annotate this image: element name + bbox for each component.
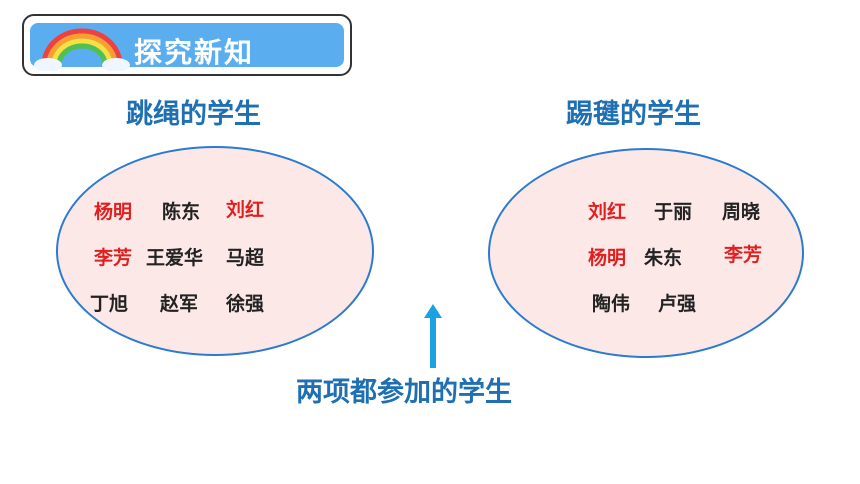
up-arrow-icon xyxy=(424,304,442,368)
both-label: 两项都参加的学生 xyxy=(296,377,512,408)
rainbow-cloud-icon xyxy=(34,28,130,71)
left-name-5: 王爱华 xyxy=(146,247,204,269)
left-name-7: 丁旭 xyxy=(90,293,129,315)
left-heading: 跳绳的学生 xyxy=(126,99,261,130)
right-name-7: 陶伟 xyxy=(592,293,631,315)
right-name-5: 朱东 xyxy=(644,247,683,269)
left-name-4: 李芳 xyxy=(94,247,133,269)
right-name-3: 周晓 xyxy=(722,201,761,223)
left-name-3: 刘红 xyxy=(226,199,265,221)
left-name-8: 赵军 xyxy=(160,293,199,315)
right-name-2: 于丽 xyxy=(654,201,693,223)
banner-background: 探究新知 xyxy=(30,23,344,71)
right-name-8: 卢强 xyxy=(658,293,697,315)
right-name-4: 杨明 xyxy=(588,247,627,269)
right-name-6: 李芳 xyxy=(724,244,763,266)
left-name-1: 杨明 xyxy=(94,201,133,223)
right-ellipse xyxy=(488,148,804,358)
left-name-9: 徐强 xyxy=(226,293,265,315)
banner-title: 探究新知 xyxy=(134,36,255,69)
left-name-6: 马超 xyxy=(226,247,265,269)
right-heading: 踢毽的学生 xyxy=(566,99,701,130)
section-banner: 探究新知 xyxy=(22,14,352,76)
left-name-2: 陈东 xyxy=(162,201,201,223)
right-name-1: 刘红 xyxy=(588,201,627,223)
left-ellipse xyxy=(56,146,374,356)
